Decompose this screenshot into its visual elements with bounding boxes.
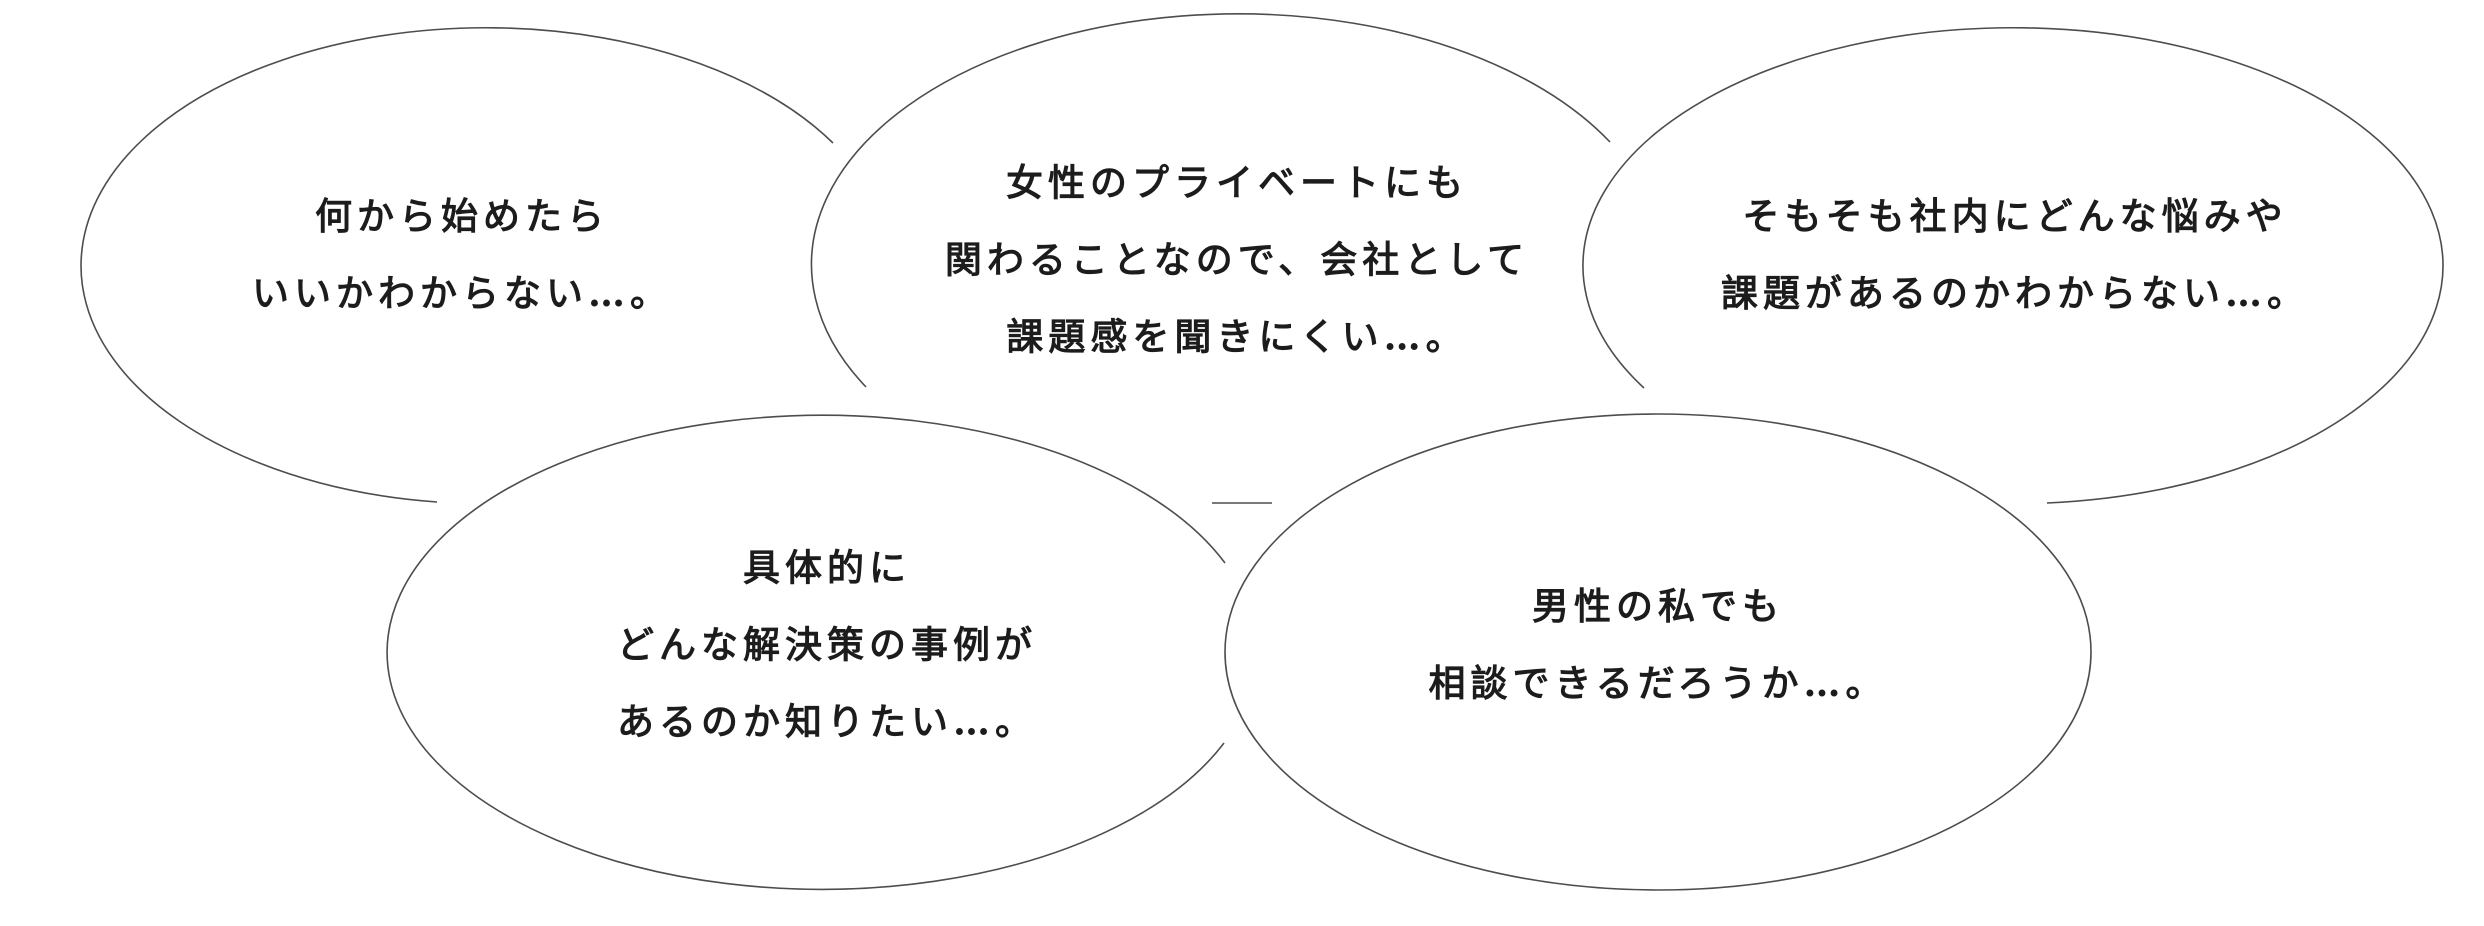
bubble-5-line-1: 男性の私でも [1531, 584, 1784, 628]
bubble-2-line-3: 課題感を聞きにくい…。 [1006, 314, 1468, 359]
bubble-5-text: 男性の私でも 相談できるだろうか…。 [1428, 568, 1887, 722]
bubble-4-text: 具体的に どんな解決策の事例が あるのか知りたい…。 [617, 530, 1037, 761]
bubble-1-line-1: 何から始めたら [315, 194, 609, 238]
bubble-3-outline [1582, 26, 2444, 504]
bubble-5-outline [1224, 413, 2092, 891]
bubble-3-line-2: 課題があるのかわからない…。 [1721, 271, 2309, 315]
bubble-1-outline [80, 26, 834, 503]
bubble-4-line-3: あるのか知りたい…。 [617, 699, 1037, 744]
bubble-2-line-2: 関わることなので、会社として [944, 237, 1530, 282]
bubble-3-text: そもそも社内にどんな悩みや 課題があるのかわからない…。 [1721, 178, 2309, 332]
bubble-2-line-1: 女性のプライベートにも [1006, 160, 1468, 205]
bubble-3-line-1: そもそも社内にどんな悩みや [1742, 194, 2288, 238]
bubble-1-line-2: いいかわからない…。 [252, 271, 672, 315]
bubble-5-line-2: 相談できるだろうか…。 [1428, 661, 1888, 705]
bubble-2-outline [810, 13, 1611, 388]
bubble-1-text: 何から始めたら いいかわからない…。 [252, 178, 672, 332]
bubble-4-outline [386, 414, 1226, 891]
bubble-4-line-1: 具体的に [743, 545, 911, 590]
bubble-4-line-2: どんな解決策の事例が [617, 622, 1037, 667]
bubble-2-text: 女性のプライベートにも 関わることなので、会社として 課題感を聞きにくい…。 [945, 145, 1529, 376]
